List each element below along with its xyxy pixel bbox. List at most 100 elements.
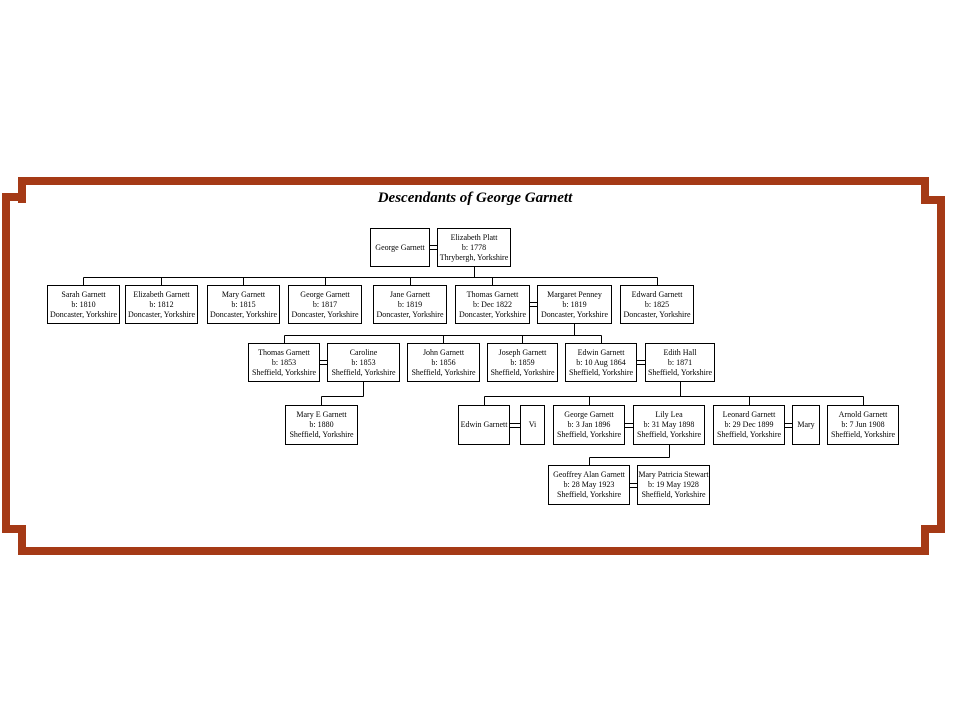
marriage-equals-lines bbox=[320, 245, 792, 488]
person-name: Elizabeth Garnett bbox=[133, 289, 190, 299]
decorative-frame bbox=[2, 177, 945, 555]
person-birth: b: 1871 bbox=[667, 357, 693, 367]
person-box-mary-garnett[interactable]: Mary Garnett b: 1815 Doncaster, Yorkshir… bbox=[207, 285, 280, 324]
person-box-george-garnett-sr[interactable]: George Garnett bbox=[370, 228, 430, 267]
person-name: Elizabeth Platt bbox=[450, 232, 498, 242]
person-birth: b: 1810 bbox=[71, 299, 96, 309]
descent-lines-gen2-to-gen3 bbox=[284, 324, 602, 343]
person-name: Lily Lea bbox=[655, 410, 683, 419]
person-box-elizabeth-garnett[interactable]: Elizabeth Garnett b: 1812 Doncaster, Yor… bbox=[125, 285, 198, 324]
person-box-thomas-garnett-jr[interactable]: Thomas Garnett b: 1853 Sheffield, Yorksh… bbox=[248, 343, 320, 382]
person-birth: b: 1825 bbox=[644, 299, 670, 309]
person-name: John Garnett bbox=[422, 347, 465, 357]
person-place: Sheffield, Yorkshire bbox=[251, 367, 317, 377]
person-name: Arnold Garnett bbox=[838, 410, 888, 419]
descent-lines-george-lily-to-geoffrey bbox=[589, 445, 670, 465]
person-birth: b: 1817 bbox=[312, 299, 338, 309]
person-box-lily-lea[interactable]: Lily Lea b: 31 May 1898 Sheffield, Yorks… bbox=[633, 405, 705, 445]
person-box-george-garnett-jr[interactable]: George Garnett b: 1817 Doncaster, Yorksh… bbox=[288, 285, 362, 324]
person-place: Doncaster, Yorkshire bbox=[623, 309, 691, 319]
person-box-joseph-garnett[interactable]: Joseph Garnett b: 1859 Sheffield, Yorksh… bbox=[487, 343, 558, 382]
person-box-edwin-garnett-jr[interactable]: Edwin Garnett bbox=[458, 405, 510, 445]
person-birth: b: 1859 bbox=[510, 357, 535, 367]
person-birth: b: 10 Aug 1864 bbox=[576, 357, 626, 367]
person-box-mary-e-garnett[interactable]: Mary E Garnett b: 1880 Sheffield, Yorksh… bbox=[285, 405, 358, 445]
person-birth: b: 1819 bbox=[397, 299, 423, 309]
person-place: Doncaster, Yorkshire bbox=[49, 309, 117, 319]
person-place: Sheffield, Yorkshire bbox=[490, 367, 555, 377]
person-name: Mary Garnett bbox=[221, 289, 266, 299]
person-place: Sheffield, Yorkshire bbox=[716, 430, 782, 439]
person-box-thomas-garnett-sr[interactable]: Thomas Garnett b: Dec 1822 Doncaster, Yo… bbox=[455, 285, 530, 324]
person-name: Mary bbox=[797, 420, 815, 429]
person-place: Thrybergh, Yorkshire bbox=[439, 252, 509, 262]
person-birth: b: 1853 bbox=[351, 357, 376, 367]
person-box-mary-patricia-stewart[interactable]: Mary Patricia Stewart b: 19 May 1928 She… bbox=[637, 465, 710, 505]
person-box-vi[interactable]: Vi bbox=[520, 405, 545, 445]
person-name: Edward Garnett bbox=[631, 289, 683, 299]
person-place: Doncaster, Yorkshire bbox=[209, 309, 277, 319]
person-box-jane-garnett[interactable]: Jane Garnett b: 1819 Doncaster, Yorkshir… bbox=[373, 285, 447, 324]
person-box-edward-garnett[interactable]: Edward Garnett b: 1825 Doncaster, Yorksh… bbox=[620, 285, 694, 324]
person-birth: b: 3 Jan 1896 bbox=[567, 420, 611, 429]
person-name: Thomas Garnett bbox=[258, 347, 310, 357]
person-birth: b: 1815 bbox=[231, 299, 256, 309]
descent-lines-edwin-edith-to-gen4 bbox=[484, 382, 864, 405]
person-box-edwin-garnett-sr[interactable]: Edwin Garnett b: 10 Aug 1864 Sheffield, … bbox=[565, 343, 637, 382]
person-name: Sarah Garnett bbox=[61, 289, 106, 299]
person-birth: b: 29 Dec 1899 bbox=[724, 420, 774, 429]
person-birth: b: 7 Jun 1908 bbox=[841, 420, 885, 429]
descent-lines-gen1-to-gen2 bbox=[83, 267, 658, 285]
person-name: Edwin Garnett bbox=[577, 347, 625, 357]
person-place: Doncaster, Yorkshire bbox=[291, 309, 359, 319]
person-box-sarah-garnett[interactable]: Sarah Garnett b: 1810 Doncaster, Yorkshi… bbox=[47, 285, 120, 324]
person-box-edith-hall[interactable]: Edith Hall b: 1871 Sheffield, Yorkshire bbox=[645, 343, 715, 382]
person-name: Mary E Garnett bbox=[296, 410, 347, 419]
person-box-arnold-garnett[interactable]: Arnold Garnett b: 7 Jun 1908 Sheffield, … bbox=[827, 405, 899, 445]
person-box-john-garnett[interactable]: John Garnett b: 1856 Sheffield, Yorkshir… bbox=[407, 343, 480, 382]
person-birth: b: 1819 bbox=[562, 299, 587, 309]
person-birth: b: 1853 bbox=[271, 357, 297, 367]
person-place: Sheffield, Yorkshire bbox=[556, 490, 622, 499]
person-birth: b: 1880 bbox=[309, 420, 334, 429]
person-birth: b: 1812 bbox=[149, 299, 174, 309]
person-place: Sheffield, Yorkshire bbox=[830, 430, 896, 439]
person-place: Sheffield, Yorkshire bbox=[411, 367, 476, 377]
person-name: Edwin Garnett bbox=[460, 420, 508, 429]
descent-lines-thomas-caroline-to-mary-e bbox=[321, 382, 364, 405]
person-place: Sheffield, Yorkshire bbox=[636, 430, 702, 439]
person-box-mary[interactable]: Mary bbox=[792, 405, 820, 445]
person-name: Vi bbox=[528, 420, 537, 429]
person-place: Sheffield, Yorkshire bbox=[647, 367, 713, 377]
person-name: George Garnett bbox=[300, 289, 350, 299]
person-box-margaret-penney[interactable]: Margaret Penney b: 1819 Doncaster, Yorks… bbox=[537, 285, 612, 324]
person-place: Doncaster, Yorkshire bbox=[458, 309, 526, 319]
person-name: Geoffrey Alan Garnett bbox=[553, 470, 625, 479]
person-box-caroline[interactable]: Caroline b: 1853 Sheffield, Yorkshire bbox=[327, 343, 400, 382]
person-birth: b: 1856 bbox=[431, 357, 456, 367]
chart-title: Descendants of George Garnett bbox=[377, 190, 573, 206]
person-place: Sheffield, Yorkshire bbox=[641, 490, 706, 499]
person-name: Joseph Garnett bbox=[498, 347, 547, 357]
person-box-george-garnett-iii[interactable]: George Garnett b: 3 Jan 1896 Sheffield, … bbox=[553, 405, 625, 445]
person-name: Leonard Garnett bbox=[722, 410, 776, 419]
person-box-leonard-garnett[interactable]: Leonard Garnett b: 29 Dec 1899 Sheffield… bbox=[713, 405, 785, 445]
person-place: Doncaster, Yorkshire bbox=[376, 309, 444, 319]
person-place: Sheffield, Yorkshire bbox=[331, 367, 396, 377]
person-name: Caroline bbox=[349, 347, 378, 357]
person-place: Sheffield, Yorkshire bbox=[289, 430, 354, 439]
person-name: Thomas Garnett bbox=[466, 289, 519, 299]
person-name: Mary Patricia Stewart bbox=[638, 470, 709, 479]
person-birth: b: 1778 bbox=[461, 242, 487, 252]
person-box-elizabeth-platt[interactable]: Elizabeth Platt b: 1778 Thrybergh, Yorks… bbox=[437, 228, 511, 267]
person-name: Margaret Penney bbox=[547, 289, 602, 299]
person-birth: b: 19 May 1928 bbox=[648, 480, 699, 489]
person-place: Doncaster, Yorkshire bbox=[540, 309, 608, 319]
person-name: George Garnett bbox=[564, 410, 614, 419]
person-name: Jane Garnett bbox=[389, 289, 431, 299]
person-place: Sheffield, Yorkshire bbox=[556, 430, 622, 439]
person-birth: b: 31 May 1898 bbox=[643, 420, 695, 429]
person-box-geoffrey-alan-garnett[interactable]: Geoffrey Alan Garnett b: 28 May 1923 She… bbox=[548, 465, 630, 505]
